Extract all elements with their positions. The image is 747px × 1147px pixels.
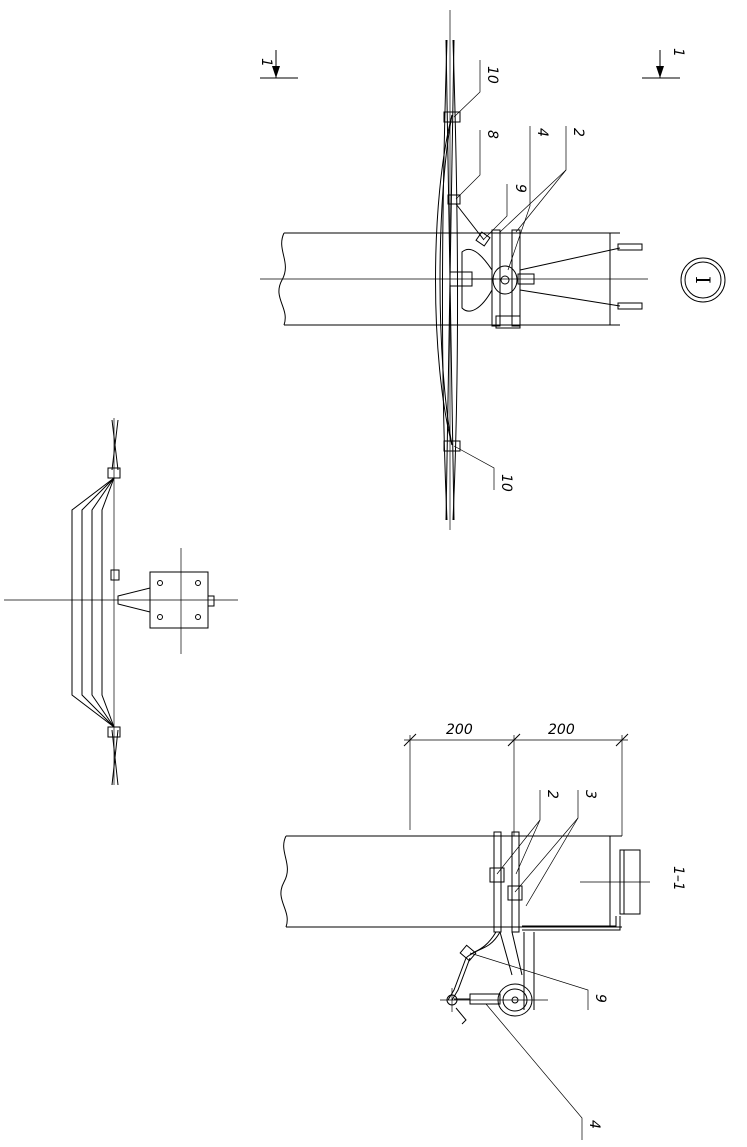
callout-9-top: 9 [512,184,528,193]
pole-section [280,831,650,933]
dim-right: 200 [548,722,575,738]
callouts-top: 10 8 9 4 2 10 [453,60,586,492]
callout-3: 3 [582,790,598,799]
clamp-10-bottom [443,440,461,452]
callout-2-top: 2 [570,128,586,137]
callout-4-top: 4 [534,128,550,137]
callout-2-bottom: 2 [544,790,560,799]
callout-4-bottom: 4 [586,1120,602,1129]
dim-left: 200 [446,722,473,738]
fittings-section [440,931,548,1025]
top-view: 1 1 [258,10,726,530]
side-view [4,418,238,786]
callout-10-top: 10 [484,66,500,84]
pole-body [260,232,648,326]
conductor-top [435,10,621,530]
section-mark-left-label: 1 [258,58,274,67]
clamp-10-top [443,111,461,123]
section-mark-left: 1 [258,50,298,79]
node-number: I [691,276,715,284]
callout-10-bottom: 10 [498,474,514,492]
link-9 [475,231,491,247]
section-mark-right: 1 [642,48,686,79]
clamp-8 [447,194,461,205]
section-view: 200 200 [280,722,686,1140]
callout-8: 8 [484,130,500,139]
dimension-line: 200 200 [403,722,629,836]
section-title: 1–1 [670,866,686,891]
callouts-section: 2 3 9 4 [469,790,608,1140]
callout-9-bottom: 9 [592,994,608,1003]
section-mark-right-label: 1 [670,48,686,57]
node-marker: I [680,257,726,303]
